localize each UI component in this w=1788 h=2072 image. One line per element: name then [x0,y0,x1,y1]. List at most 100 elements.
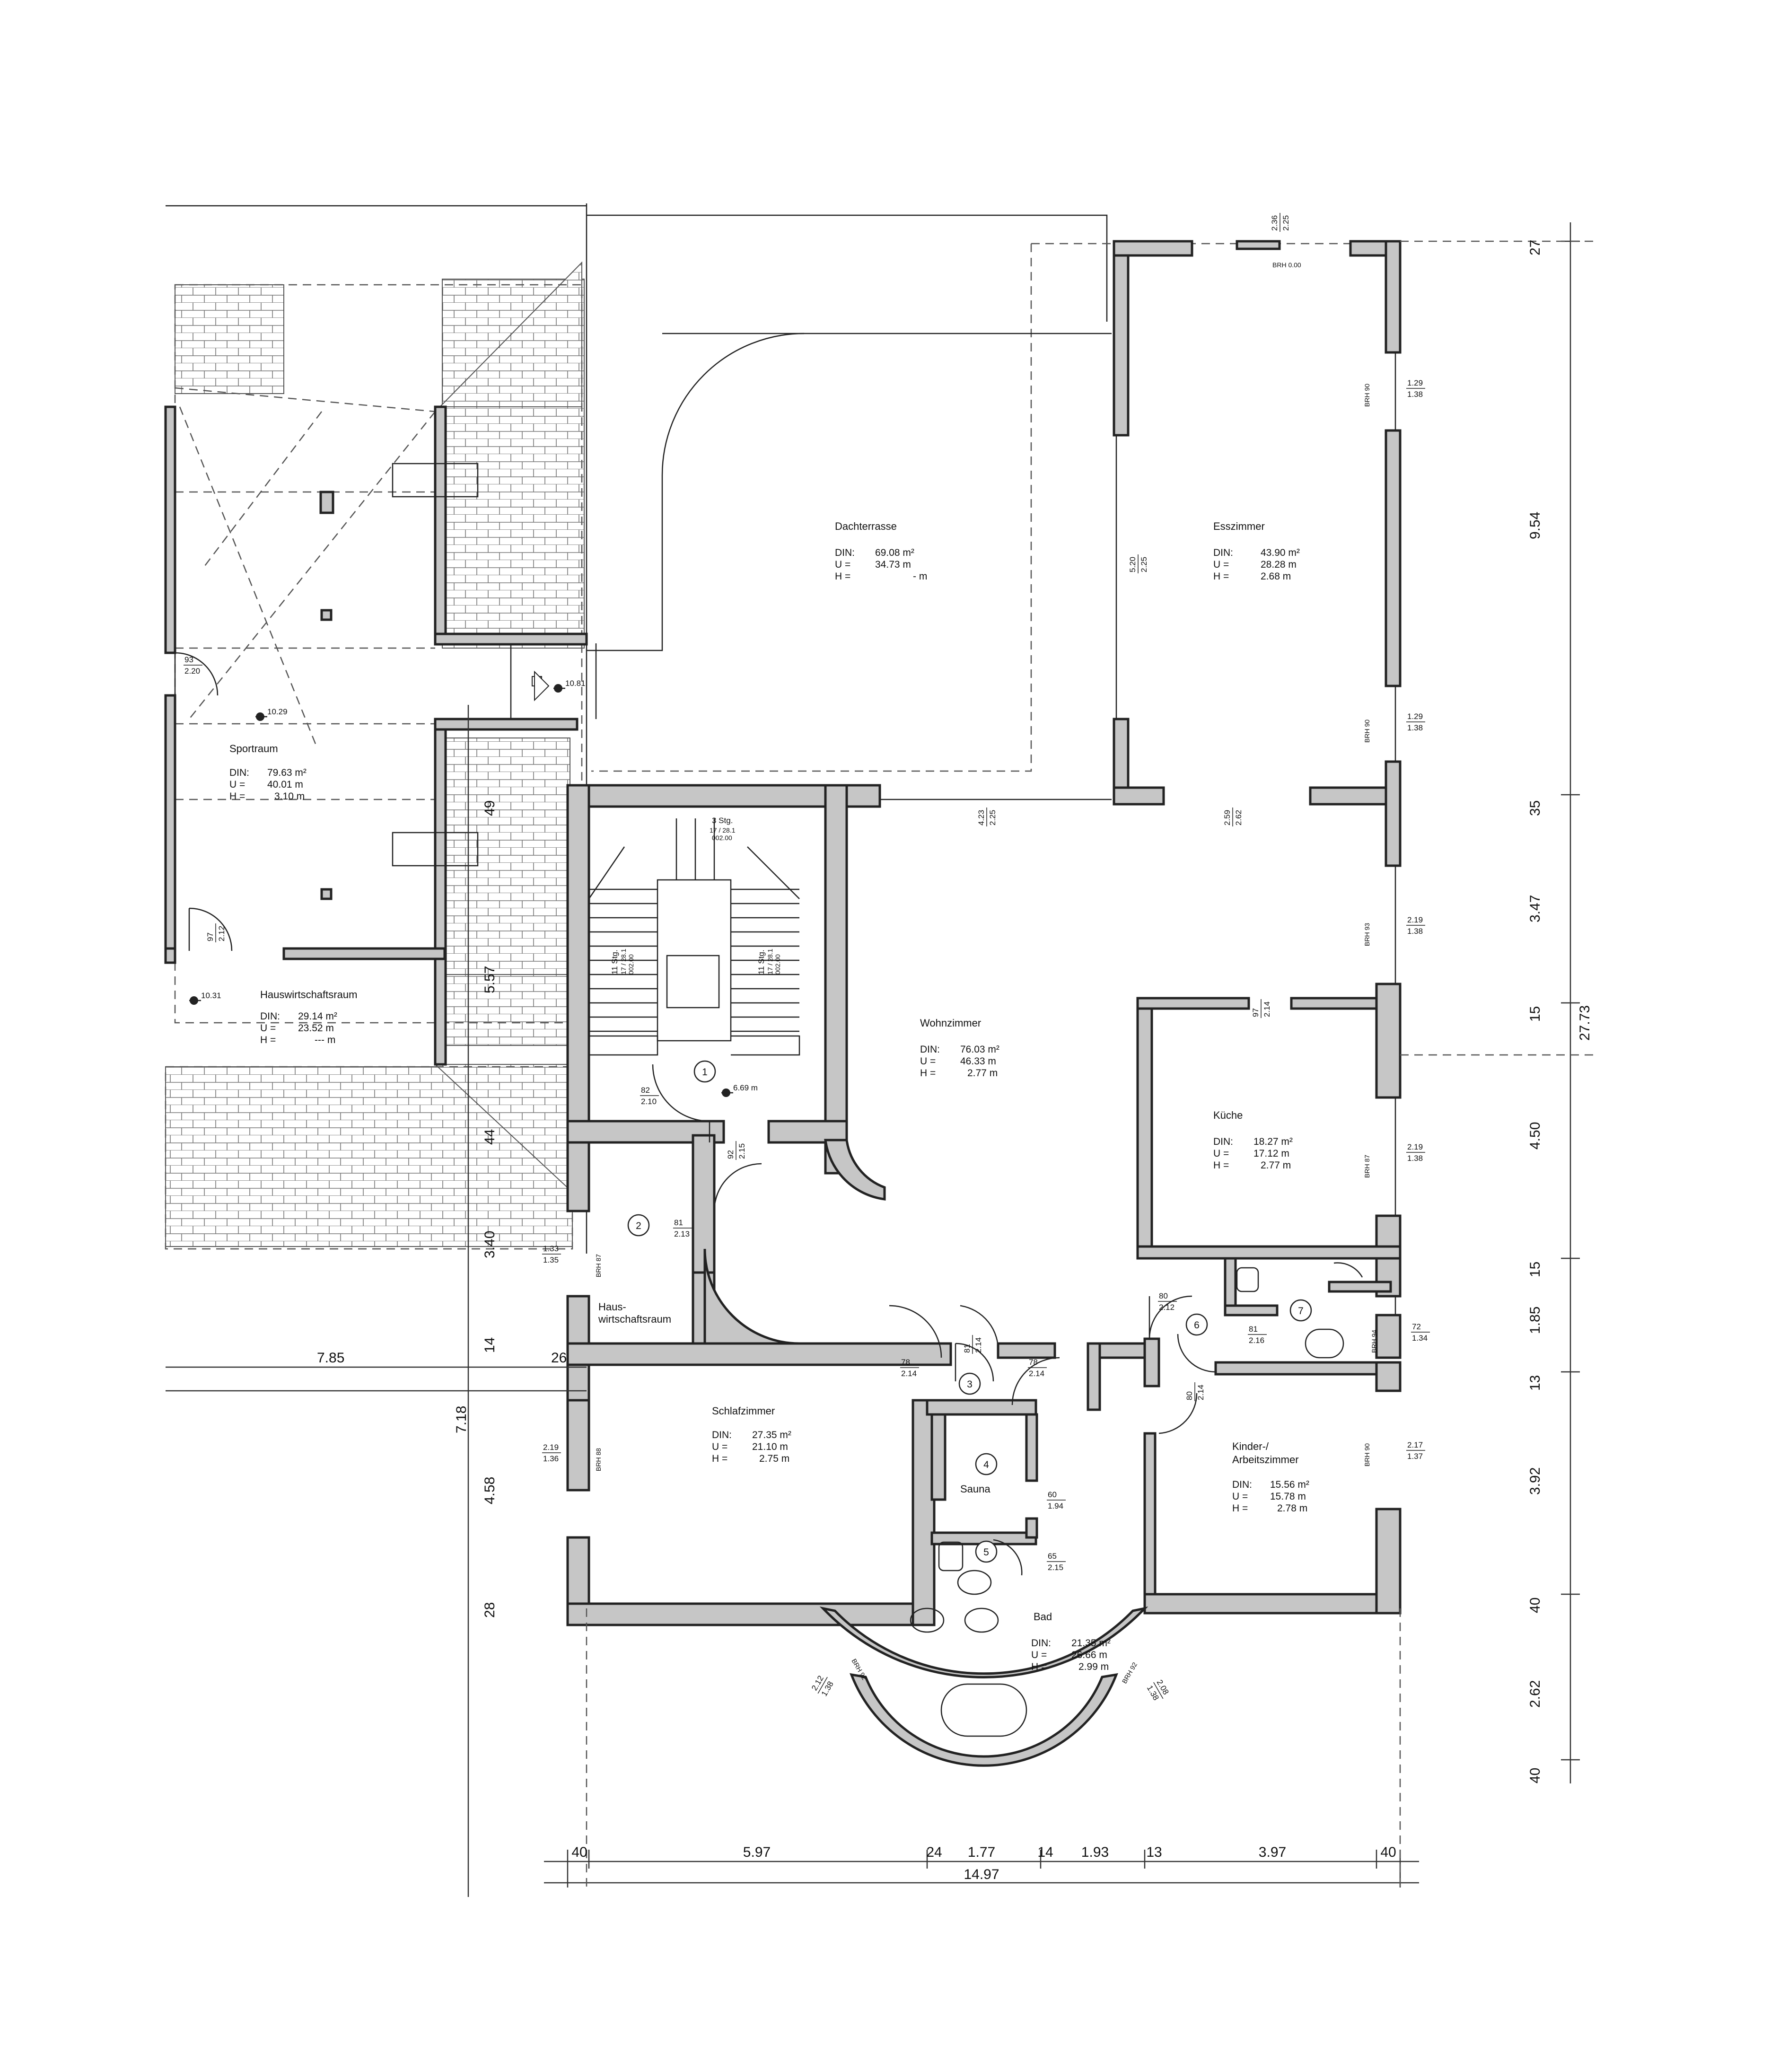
svg-text:BRH 93: BRH 93 [1363,923,1371,946]
opening-width: 92 [726,1150,735,1159]
svg-text:14.97: 14.97 [964,1867,999,1882]
svg-text:H =: H = [920,1068,936,1079]
opening-label: 812.13 [673,1218,692,1238]
sauna-label: Sauna [960,1483,990,1495]
room-name: Wohnzimmer [920,1017,981,1029]
stairs [588,806,825,1056]
opening-label: 2.081.38 [1145,1678,1171,1702]
svg-text:29.14 m²: 29.14 m² [298,1011,337,1022]
svg-text:6.69 m: 6.69 m [733,1083,758,1092]
svg-text:U =: U = [712,1441,727,1452]
svg-text:15: 15 [1527,1006,1543,1022]
sportraum-walls [164,405,588,1066]
room-name: Schlafzimmer [712,1405,775,1417]
svg-text:28: 28 [482,1602,498,1618]
opening-width: 2.19 [1407,1142,1423,1151]
opening-height: 1.37 [1407,1452,1423,1461]
svg-text:46.33 m: 46.33 m [960,1056,996,1067]
opening-height: 2.10 [641,1097,657,1106]
svg-text:BRH 94: BRH 94 [1370,1330,1378,1353]
opening-width: 1.33 [543,1244,559,1253]
svg-text:2.68 m: 2.68 m [1261,571,1291,582]
svg-text:BRH 87: BRH 87 [595,1254,602,1277]
svg-text:49: 49 [482,800,498,816]
sanitary [910,1262,1363,1633]
opening-label: 2.191.38 [1406,1142,1425,1163]
svg-text:21.35 m²: 21.35 m² [1071,1638,1111,1649]
svg-text:H =: H = [1031,1661,1047,1672]
svg-text:5: 5 [983,1547,989,1558]
svg-text:7.18: 7.18 [454,1406,469,1433]
level-markers [189,684,733,1097]
opening-height: 2.62 [1234,810,1243,825]
svg-text:17 / 28.1: 17 / 28.1 [710,826,736,834]
svg-text:40: 40 [571,1844,587,1860]
room-name-line2: Arbeitszimmer [1232,1454,1299,1466]
svg-text:2.77 m: 2.77 m [1261,1160,1291,1171]
opening-width: 2.59 [1223,810,1232,825]
dimension-lines [166,222,1599,1897]
svg-text:3.92: 3.92 [1527,1467,1543,1495]
svg-text:BRH 92: BRH 92 [1121,1661,1139,1685]
svg-text:7.85: 7.85 [317,1350,344,1366]
svg-text:- m: - m [913,571,927,582]
svg-text:27.35 m²: 27.35 m² [752,1430,791,1440]
opening-label: 1.291.38 [1406,712,1425,732]
room-wohnzimmer: Wohnzimmer DIN:76.03 m² U =46.33 m H =2.… [920,1017,999,1079]
svg-text:H =: H = [229,791,245,802]
room-number-circles [627,1060,1312,1563]
room-dachterrasse: Dachterrasse DIN:69.08 m² U =34.73 m H =… [835,520,927,582]
opening-width: 65 [1048,1552,1057,1561]
opening-labels: 1.291.381.291.382.191.382.191.38721.342.… [184,213,1430,1702]
svg-text:17 / 28.1: 17 / 28.1 [620,948,627,975]
room-name: Bad [1034,1611,1052,1623]
opening-width: 2.19 [543,1443,559,1452]
room-kueche: Küche DIN:18.27 m² U =17.12 m H =2.77 m [1213,1109,1293,1171]
opening-height: 2.14 [1029,1369,1044,1378]
svg-text:7: 7 [1298,1306,1304,1317]
svg-text:6: 6 [1194,1320,1200,1331]
svg-text:11 Stg.: 11 Stg. [757,949,766,975]
svg-text:1.93: 1.93 [1081,1844,1109,1860]
svg-text:1.77: 1.77 [968,1844,995,1860]
opening-height: 2.14 [1262,1001,1271,1017]
svg-text:BRH 90: BRH 90 [1363,720,1371,743]
fraction-line [817,1677,828,1694]
opening-label: 782.14 [900,1358,919,1378]
room-name: Hauswirtschaftsraum [260,989,357,1001]
svg-text:H =: H = [1213,1160,1229,1171]
opening-label: 2.191.38 [1406,915,1425,936]
opening-height: 2.25 [1281,215,1290,231]
opening-width: 82 [641,1086,650,1095]
svg-text:35: 35 [1527,800,1543,816]
svg-text:2: 2 [636,1220,641,1231]
svg-text:10.81: 10.81 [565,679,586,688]
svg-text:26: 26 [551,1350,567,1366]
svg-text:DIN:: DIN: [1232,1479,1252,1490]
svg-text:3.10 m: 3.10 m [274,791,305,802]
svg-text:27: 27 [1527,240,1543,255]
opening-label: 802.12 [1158,1291,1177,1312]
svg-text:002.00: 002.00 [712,834,732,842]
opening-width: 2.36 [1270,215,1279,231]
opening-height: 1.38 [1407,723,1423,732]
opening-label: 601.94 [1047,1490,1066,1510]
svg-text:DIN:: DIN: [835,547,855,558]
opening-width: 60 [1048,1490,1057,1499]
opening-height: 2.25 [1139,557,1148,572]
svg-text:79.63 m²: 79.63 m² [267,767,307,778]
svg-text:DIN:: DIN: [712,1430,732,1440]
svg-text:BRH 88: BRH 88 [595,1448,602,1471]
opening-label: 932.20 [184,655,202,676]
svg-text:H =: H = [1232,1503,1248,1514]
svg-text:40: 40 [1527,1768,1543,1783]
svg-text:9.54: 9.54 [1527,512,1543,539]
svg-text:11 Stg.: 11 Stg. [610,949,619,975]
room-name: Dachterrasse [835,520,897,532]
fraction-line [1153,1682,1164,1699]
